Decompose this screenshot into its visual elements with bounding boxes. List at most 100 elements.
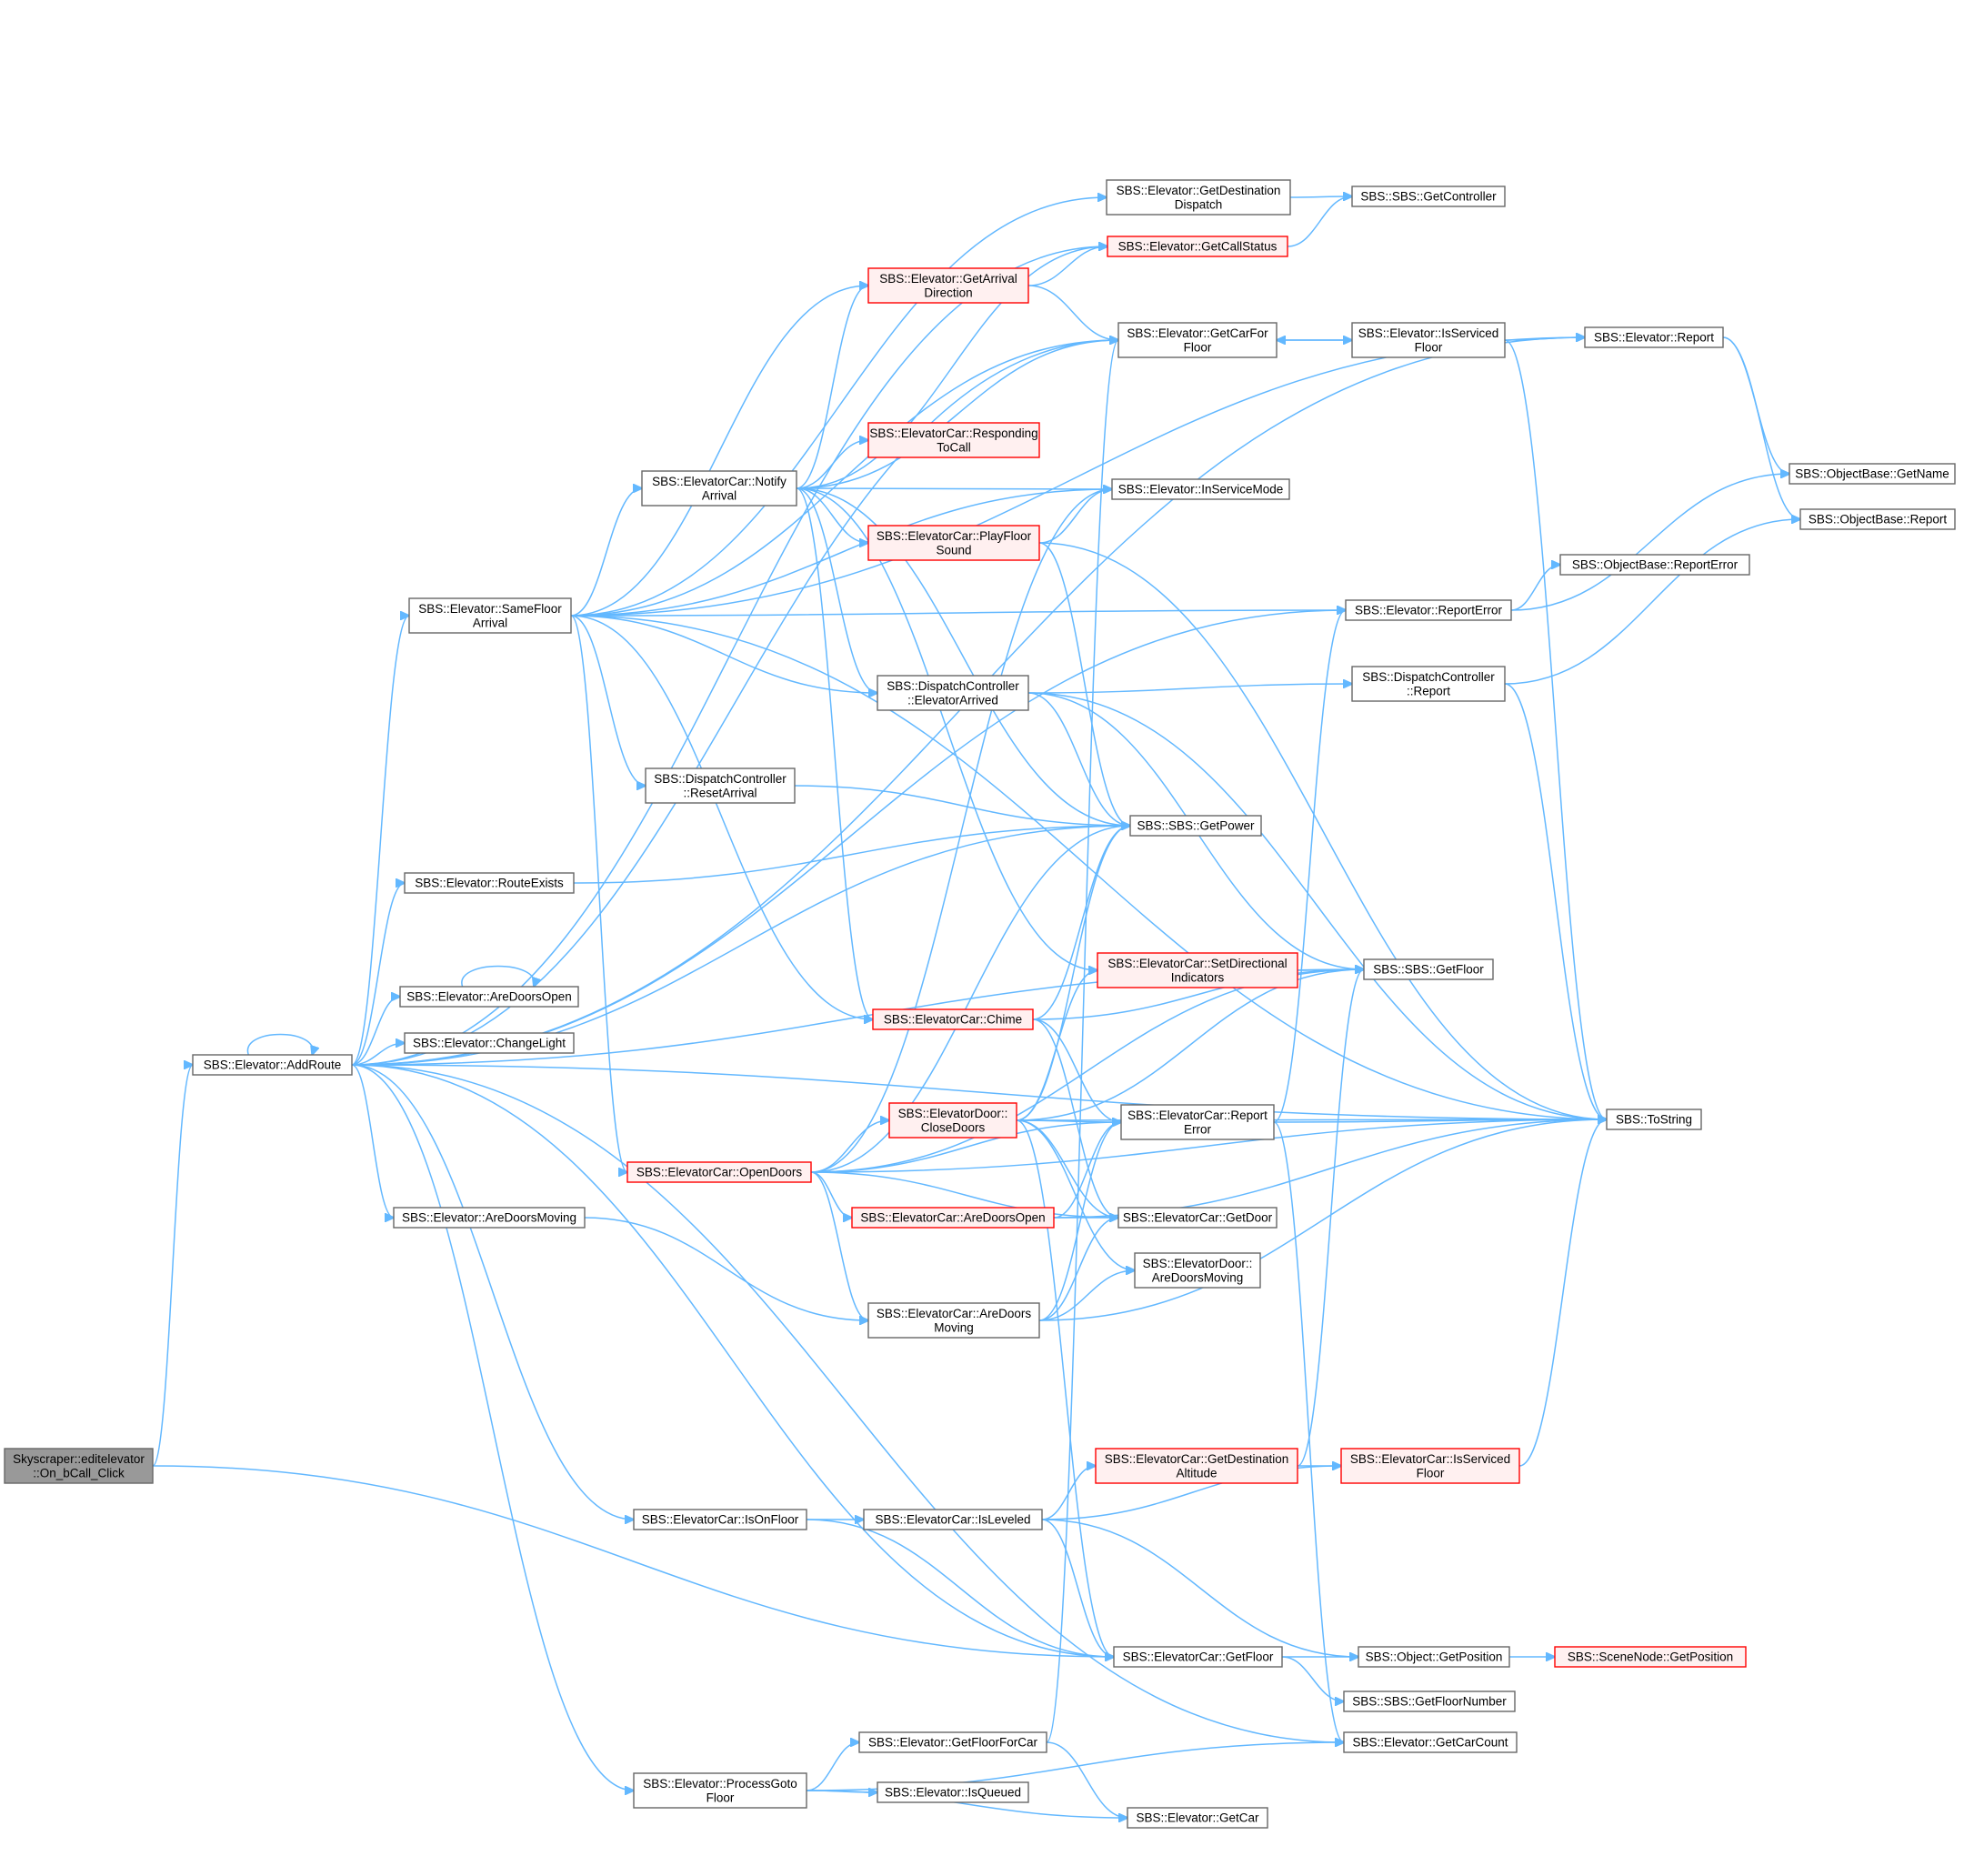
node-box xyxy=(1584,326,1724,348)
call-edge xyxy=(351,997,400,1066)
call-edge xyxy=(806,1519,1114,1657)
node-label: SBS::Elevator::RouteExists xyxy=(415,877,564,890)
function-node[interactable]: SBS::ElevatorCar::SetDirectionalIndicato… xyxy=(1097,952,1298,988)
call-edge xyxy=(1027,246,1107,286)
node-label: Sound xyxy=(936,543,971,557)
call-edge xyxy=(1016,1119,1135,1270)
node-label: ::On_bCall_Click xyxy=(33,1466,125,1480)
node-box xyxy=(633,1772,807,1809)
function-node[interactable]: SBS::Elevator::AreDoorsOpen xyxy=(399,986,579,1008)
function-node[interactable]: SBS::ObjectBase::ReportError xyxy=(1559,554,1750,576)
node-label: SBS::ObjectBase::Report xyxy=(1809,513,1948,527)
call-edge xyxy=(570,615,873,1019)
node-label: SBS::ElevatorCar::Chime xyxy=(884,1013,1022,1027)
call-edge xyxy=(796,340,1118,489)
call-edge xyxy=(1016,1119,1118,1218)
call-edge xyxy=(584,1217,868,1320)
call-edge xyxy=(351,616,409,1066)
function-node[interactable]: SBS::ElevatorCar::ReportError xyxy=(1120,1104,1275,1140)
function-node[interactable]: SBS::ElevatorCar::IsLeveled xyxy=(863,1509,1043,1530)
function-node[interactable]: SBS::Elevator::ReportError xyxy=(1345,599,1512,621)
function-node[interactable]: SBS::ElevatorCar::IsOnFloor xyxy=(633,1509,807,1530)
function-node[interactable]: SBS::Elevator::RouteExists xyxy=(404,872,575,894)
call-edge xyxy=(351,1064,1607,1119)
function-node[interactable]: SBS::Elevator::Report xyxy=(1584,326,1724,348)
function-node[interactable]: SBS::Elevator::InServiceMode xyxy=(1111,478,1290,500)
function-node[interactable]: SBS::ElevatorCar::Chime xyxy=(872,1008,1034,1030)
function-node[interactable]: SBS::SBS::GetPower xyxy=(1129,815,1262,837)
function-node[interactable]: SBS::ObjectBase::GetName xyxy=(1789,463,1956,485)
function-node[interactable]: SBS::ElevatorCar::GetDoor xyxy=(1117,1207,1278,1229)
call-edge xyxy=(1273,610,1346,1123)
node-label: AreDoorsMoving xyxy=(1152,1270,1244,1284)
call-edge xyxy=(796,488,1112,489)
function-node[interactable]: SBS::Elevator::GetCallStatus xyxy=(1107,236,1288,257)
node-label: SBS::Object::GetPosition xyxy=(1366,1650,1503,1664)
node-label: SBS::ElevatorCar::IsOnFloor xyxy=(642,1513,799,1527)
function-node[interactable]: SBS::Elevator::AddRoute xyxy=(192,1054,353,1076)
function-node[interactable]: SBS::Object::GetPosition xyxy=(1358,1646,1510,1668)
call-edge xyxy=(796,487,1130,826)
call-edge xyxy=(351,1064,634,1791)
function-node[interactable]: SBS::DispatchController::Report xyxy=(1351,666,1506,702)
node-box xyxy=(877,675,1029,711)
function-node[interactable]: SBS::ElevatorCar::AreDoorsMoving xyxy=(867,1302,1040,1339)
call-edge xyxy=(1032,969,1364,1020)
node-label: SBS::ToString xyxy=(1616,1113,1692,1127)
function-node[interactable]: SBS::ObjectBase::Report xyxy=(1799,508,1956,530)
node-box xyxy=(404,1032,575,1054)
node-label: SBS::Elevator::IsQueued xyxy=(885,1786,1021,1800)
function-node[interactable]: SBS::ElevatorDoor::AreDoorsMoving xyxy=(1134,1252,1261,1289)
function-node[interactable]: SBS::DispatchController::ResetArrival xyxy=(645,767,796,804)
node-label: Floor xyxy=(706,1791,735,1804)
function-node[interactable]: SBS::DispatchController::ElevatorArrived xyxy=(877,675,1029,711)
function-node[interactable]: SBS::SBS::GetFloor xyxy=(1363,958,1494,980)
function-nodes: Skyscraper::editelevator::On_bCall_Click… xyxy=(4,179,1956,1829)
function-node[interactable]: SBS::ElevatorCar::AreDoorsOpen xyxy=(851,1207,1055,1229)
function-node[interactable]: SBS::Elevator::AreDoorsMoving xyxy=(393,1207,586,1229)
node-label: SBS::ElevatorCar::SetDirectional xyxy=(1107,957,1287,970)
node-label: ::ResetArrival xyxy=(683,786,757,799)
function-node[interactable]: SBS::ElevatorCar::OpenDoors xyxy=(626,1161,812,1183)
call-edge xyxy=(794,785,1130,826)
function-node[interactable]: SBS::ElevatorCar::GetFloor xyxy=(1113,1646,1283,1668)
function-node[interactable]: Skyscraper::editelevator::On_bCall_Click xyxy=(4,1448,154,1484)
call-edge xyxy=(1046,340,1118,1743)
function-node[interactable]: SBS::Elevator::ChangeLight xyxy=(404,1032,575,1054)
node-label: SBS::SBS::GetPower xyxy=(1137,819,1255,833)
call-edge xyxy=(796,246,1107,489)
function-node[interactable]: SBS::Elevator::GetFloorForCar xyxy=(858,1731,1047,1753)
call-edge xyxy=(152,1065,193,1467)
node-label: SBS::Elevator::AreDoorsMoving xyxy=(402,1211,576,1225)
node-box xyxy=(1129,815,1262,837)
function-node[interactable]: SBS::SBS::GetController xyxy=(1351,186,1506,207)
function-node[interactable]: SBS::Elevator::GetCar xyxy=(1127,1807,1268,1829)
call-edge xyxy=(806,1790,1127,1818)
function-node[interactable]: SBS::SBS::GetFloorNumber xyxy=(1343,1690,1516,1712)
function-node[interactable]: SBS::ElevatorDoor::CloseDoors xyxy=(888,1102,1017,1139)
call-edge xyxy=(152,1465,1114,1657)
call-edge xyxy=(1016,1119,1114,1657)
function-node[interactable]: SBS::SceneNode::GetPosition xyxy=(1554,1646,1747,1668)
call-edge xyxy=(1510,474,1789,611)
node-box xyxy=(851,1207,1055,1229)
function-node[interactable]: SBS::ToString xyxy=(1606,1109,1702,1130)
call-edge xyxy=(570,197,1107,617)
function-node[interactable]: SBS::Elevator::IsQueued xyxy=(877,1781,1029,1803)
call-edge xyxy=(351,1064,1114,1657)
function-node[interactable]: SBS::Elevator::GetCarCount xyxy=(1343,1731,1518,1753)
node-box xyxy=(888,1102,1017,1139)
node-box xyxy=(1340,1448,1520,1484)
node-label: Skyscraper::editelevator xyxy=(13,1452,145,1466)
